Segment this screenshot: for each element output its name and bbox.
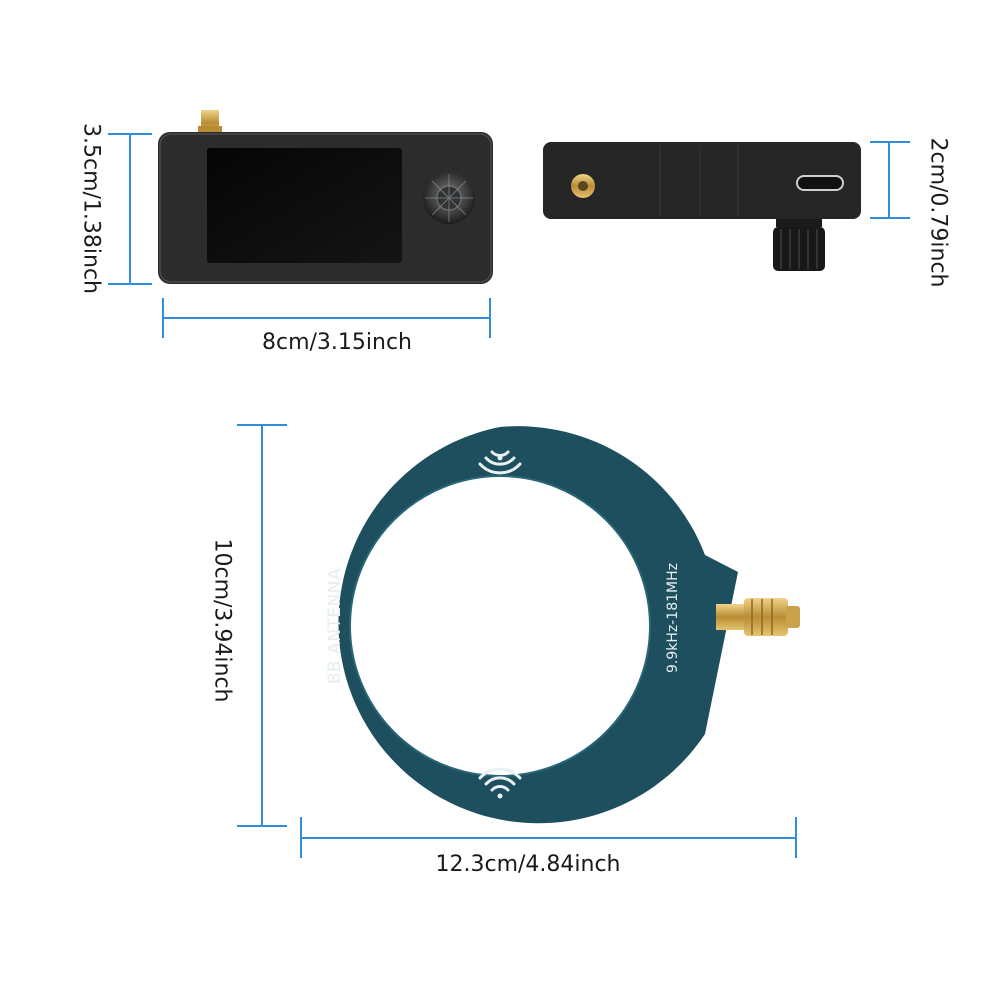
front-height-label: 3.5cm/1.38inch [78, 122, 104, 294]
antenna-brand-label: BB ANTENNA [325, 567, 345, 685]
antenna-center-hole [350, 476, 650, 776]
radio-side-view [543, 142, 861, 271]
radio-screen [207, 148, 402, 263]
side-height-label: 2cm/0.79inch [925, 137, 951, 288]
front-height-dimension-line [108, 133, 152, 285]
antenna-height-label: 10cm/3.94inch [209, 538, 235, 703]
antenna-width-label: 12.3cm/4.84inch [435, 852, 621, 877]
signal-icon-top [478, 450, 522, 475]
side-height-dimension-line [870, 141, 910, 219]
antenna-sma-connector [716, 604, 746, 630]
radio-side-body [543, 142, 861, 219]
front-width-label: 8cm/3.15inch [261, 330, 412, 355]
radio-front-view [158, 110, 493, 284]
antenna-height-dimension-line [237, 424, 287, 827]
loop-antenna [338, 426, 800, 824]
usb-c-port [796, 175, 844, 191]
signal-icon-bottom [478, 767, 522, 799]
front-width-dimension-line [162, 298, 491, 338]
antenna-frequency-label: 9.9kHz-181MHz [665, 563, 681, 673]
antenna-width-dimension-line [300, 817, 797, 858]
